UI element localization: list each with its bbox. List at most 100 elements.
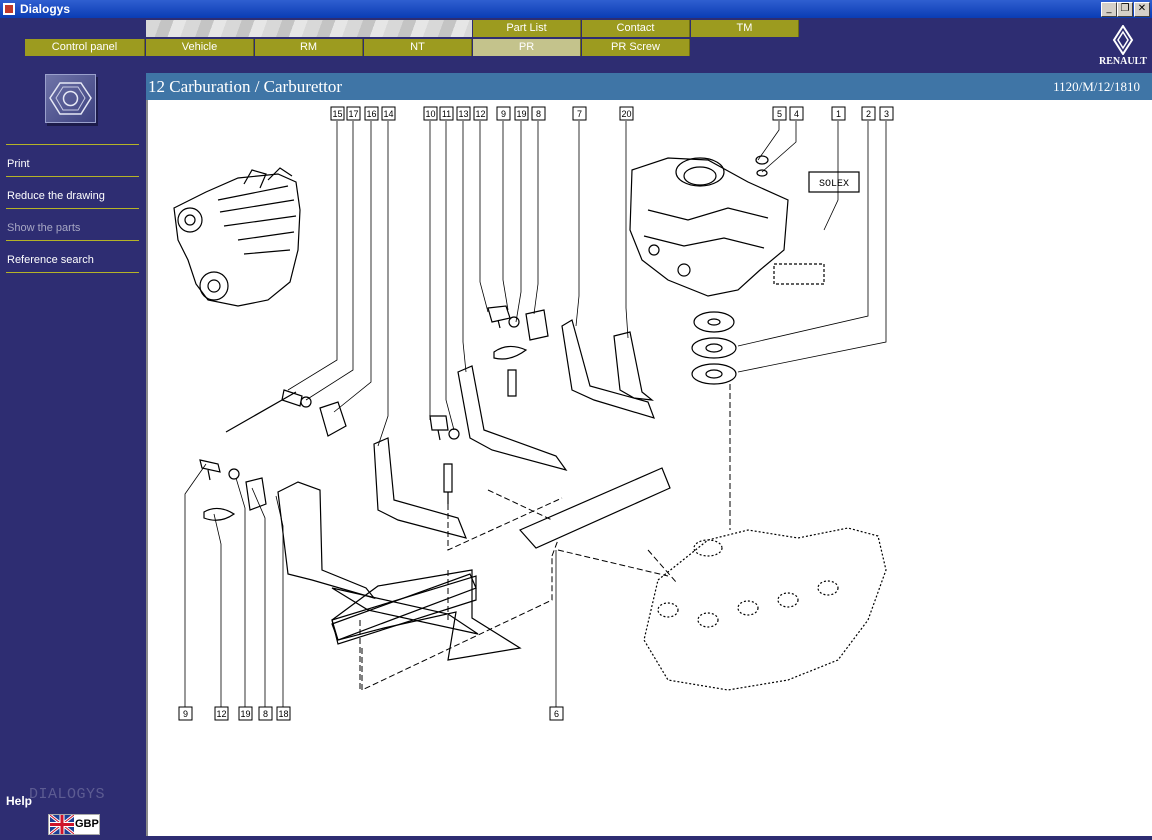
- menu-print[interactable]: Print: [7, 158, 30, 170]
- part-callout-5-box[interactable]: [772, 106, 787, 121]
- restore-button[interactable]: ❐: [1117, 2, 1133, 17]
- part-callout-4-box[interactable]: [789, 106, 804, 121]
- brand-name: RENAULT: [1099, 56, 1147, 67]
- part-callout-12-box[interactable]: [214, 706, 229, 721]
- part-callout-14-box[interactable]: [381, 106, 396, 121]
- app-icon: [3, 3, 15, 15]
- part-callout-19-box[interactable]: [238, 706, 253, 721]
- menu-divider: [6, 144, 139, 145]
- part-callout-3-box[interactable]: [879, 106, 894, 121]
- tab-nt[interactable]: NT: [364, 39, 472, 56]
- part-callout-7[interactable]: 7: [577, 109, 582, 119]
- part-callout-9-box[interactable]: [496, 106, 511, 121]
- part-callout-16[interactable]: 16: [366, 109, 376, 119]
- assembly-lines: [359, 384, 731, 691]
- tab-rm[interactable]: RM: [255, 39, 363, 56]
- part-callout-4[interactable]: 4: [794, 109, 799, 119]
- drawing-reference: 1120/M/12/1810: [1053, 79, 1140, 94]
- help-link[interactable]: Help: [6, 794, 33, 808]
- part-callout-8[interactable]: 8: [263, 709, 268, 719]
- part-callout-9[interactable]: 9: [183, 709, 188, 719]
- part-callout-8[interactable]: 8: [536, 109, 541, 119]
- tab-pr[interactable]: PR: [473, 39, 581, 56]
- part-callout-17[interactable]: 17: [348, 109, 358, 119]
- part-callout-18[interactable]: 18: [278, 709, 288, 719]
- part-callout-20-box[interactable]: [619, 106, 634, 121]
- minimize-button[interactable]: _: [1101, 2, 1117, 17]
- part-callout-19[interactable]: 19: [240, 709, 250, 719]
- callout-leader-line: [737, 121, 869, 347]
- tab-contact[interactable]: Contact: [582, 20, 690, 37]
- dialogys-watermark: DIALOGYS: [29, 786, 106, 803]
- callout-leader-line: [305, 121, 354, 401]
- part-callout-17-box[interactable]: [346, 106, 361, 121]
- part-callout-8-box[interactable]: [258, 706, 273, 721]
- part-callout-11[interactable]: 11: [442, 109, 451, 119]
- callout-leader-line: [737, 121, 887, 373]
- callout-box: [773, 263, 825, 285]
- manifold-illustration: [643, 527, 887, 691]
- top-navigation: Part List Contact TM Control panel Vehic…: [0, 18, 1152, 72]
- menu-divider: [6, 176, 139, 177]
- part-callout-16-box[interactable]: [364, 106, 379, 121]
- part-callout-2[interactable]: 2: [866, 109, 871, 119]
- callout-leader-line: [761, 121, 797, 173]
- menu-reference-search[interactable]: Reference search: [7, 254, 94, 266]
- callout-leader-line: [377, 121, 389, 447]
- part-callout-3[interactable]: 3: [884, 109, 889, 119]
- part-callout-9-box[interactable]: [178, 706, 193, 721]
- solex-label-box: [808, 171, 860, 193]
- hex-nut-icon: [45, 74, 96, 123]
- part-callout-9[interactable]: 9: [501, 109, 506, 119]
- part-callout-15-box[interactable]: [330, 106, 345, 121]
- part-callout-2-box[interactable]: [861, 106, 876, 121]
- callout-leader-line: [757, 121, 780, 161]
- header-banner-image: [146, 20, 472, 37]
- callout-leader-line: [515, 121, 522, 323]
- part-callout-19-box[interactable]: [514, 106, 529, 121]
- part-callout-1[interactable]: 1: [836, 109, 841, 119]
- part-callout-6[interactable]: 6: [554, 709, 559, 719]
- part-callout-15[interactable]: 15: [332, 109, 342, 119]
- part-callout-6-box[interactable]: [549, 706, 564, 721]
- tab-part-list[interactable]: Part List: [473, 20, 581, 37]
- page-header: 12 Carburation / Carburettor 1120/M/12/1…: [146, 73, 1152, 100]
- carburettor-illustration: SOLEX: [629, 155, 860, 297]
- tab-tm[interactable]: TM: [691, 20, 799, 37]
- tab-vehicle[interactable]: Vehicle: [146, 39, 254, 56]
- callout-leader-line: [275, 495, 284, 707]
- part-callout-20[interactable]: 20: [621, 109, 631, 119]
- language-selector[interactable]: GBP: [48, 814, 100, 835]
- callout-leader-line: [287, 121, 338, 391]
- part-callout-12-box[interactable]: [473, 106, 488, 121]
- part-callout-5[interactable]: 5: [777, 109, 782, 119]
- callout-leader-line: [533, 121, 539, 315]
- part-callout-18-box[interactable]: [276, 706, 291, 721]
- part-callout-10[interactable]: 10: [425, 109, 435, 119]
- window-title: Dialogys: [20, 2, 71, 16]
- uk-flag-icon: [50, 815, 74, 834]
- menu-divider: [6, 208, 139, 209]
- tab-control-panel[interactable]: Control panel: [25, 39, 145, 56]
- menu-reduce-drawing[interactable]: Reduce the drawing: [7, 190, 105, 202]
- part-callout-13-box[interactable]: [456, 106, 471, 121]
- part-callout-13[interactable]: 13: [458, 109, 468, 119]
- part-callout-14[interactable]: 14: [383, 109, 393, 119]
- part-callout-19[interactable]: 19: [516, 109, 526, 119]
- part-callout-10-box[interactable]: [423, 106, 438, 121]
- part-callout-12[interactable]: 12: [475, 109, 485, 119]
- tab-pr-screw[interactable]: PR Screw: [582, 39, 690, 56]
- part-callout-8-box[interactable]: [531, 106, 546, 121]
- menu-show-parts[interactable]: Show the parts: [7, 222, 81, 234]
- callout-leader-line: [502, 121, 509, 311]
- part-callout-11-box[interactable]: [439, 106, 454, 121]
- language-code: GBP: [75, 818, 99, 830]
- sidebar: Print Reduce the drawing Show the parts …: [0, 72, 146, 840]
- close-button[interactable]: ✕: [1134, 2, 1150, 17]
- callout-leader-line: [184, 463, 207, 707]
- callout-leader-line: [333, 121, 372, 413]
- callout-leader-line: [462, 121, 467, 373]
- part-callout-1-box[interactable]: [831, 106, 846, 121]
- part-callout-7-box[interactable]: [572, 106, 587, 121]
- part-callout-12[interactable]: 12: [216, 709, 226, 719]
